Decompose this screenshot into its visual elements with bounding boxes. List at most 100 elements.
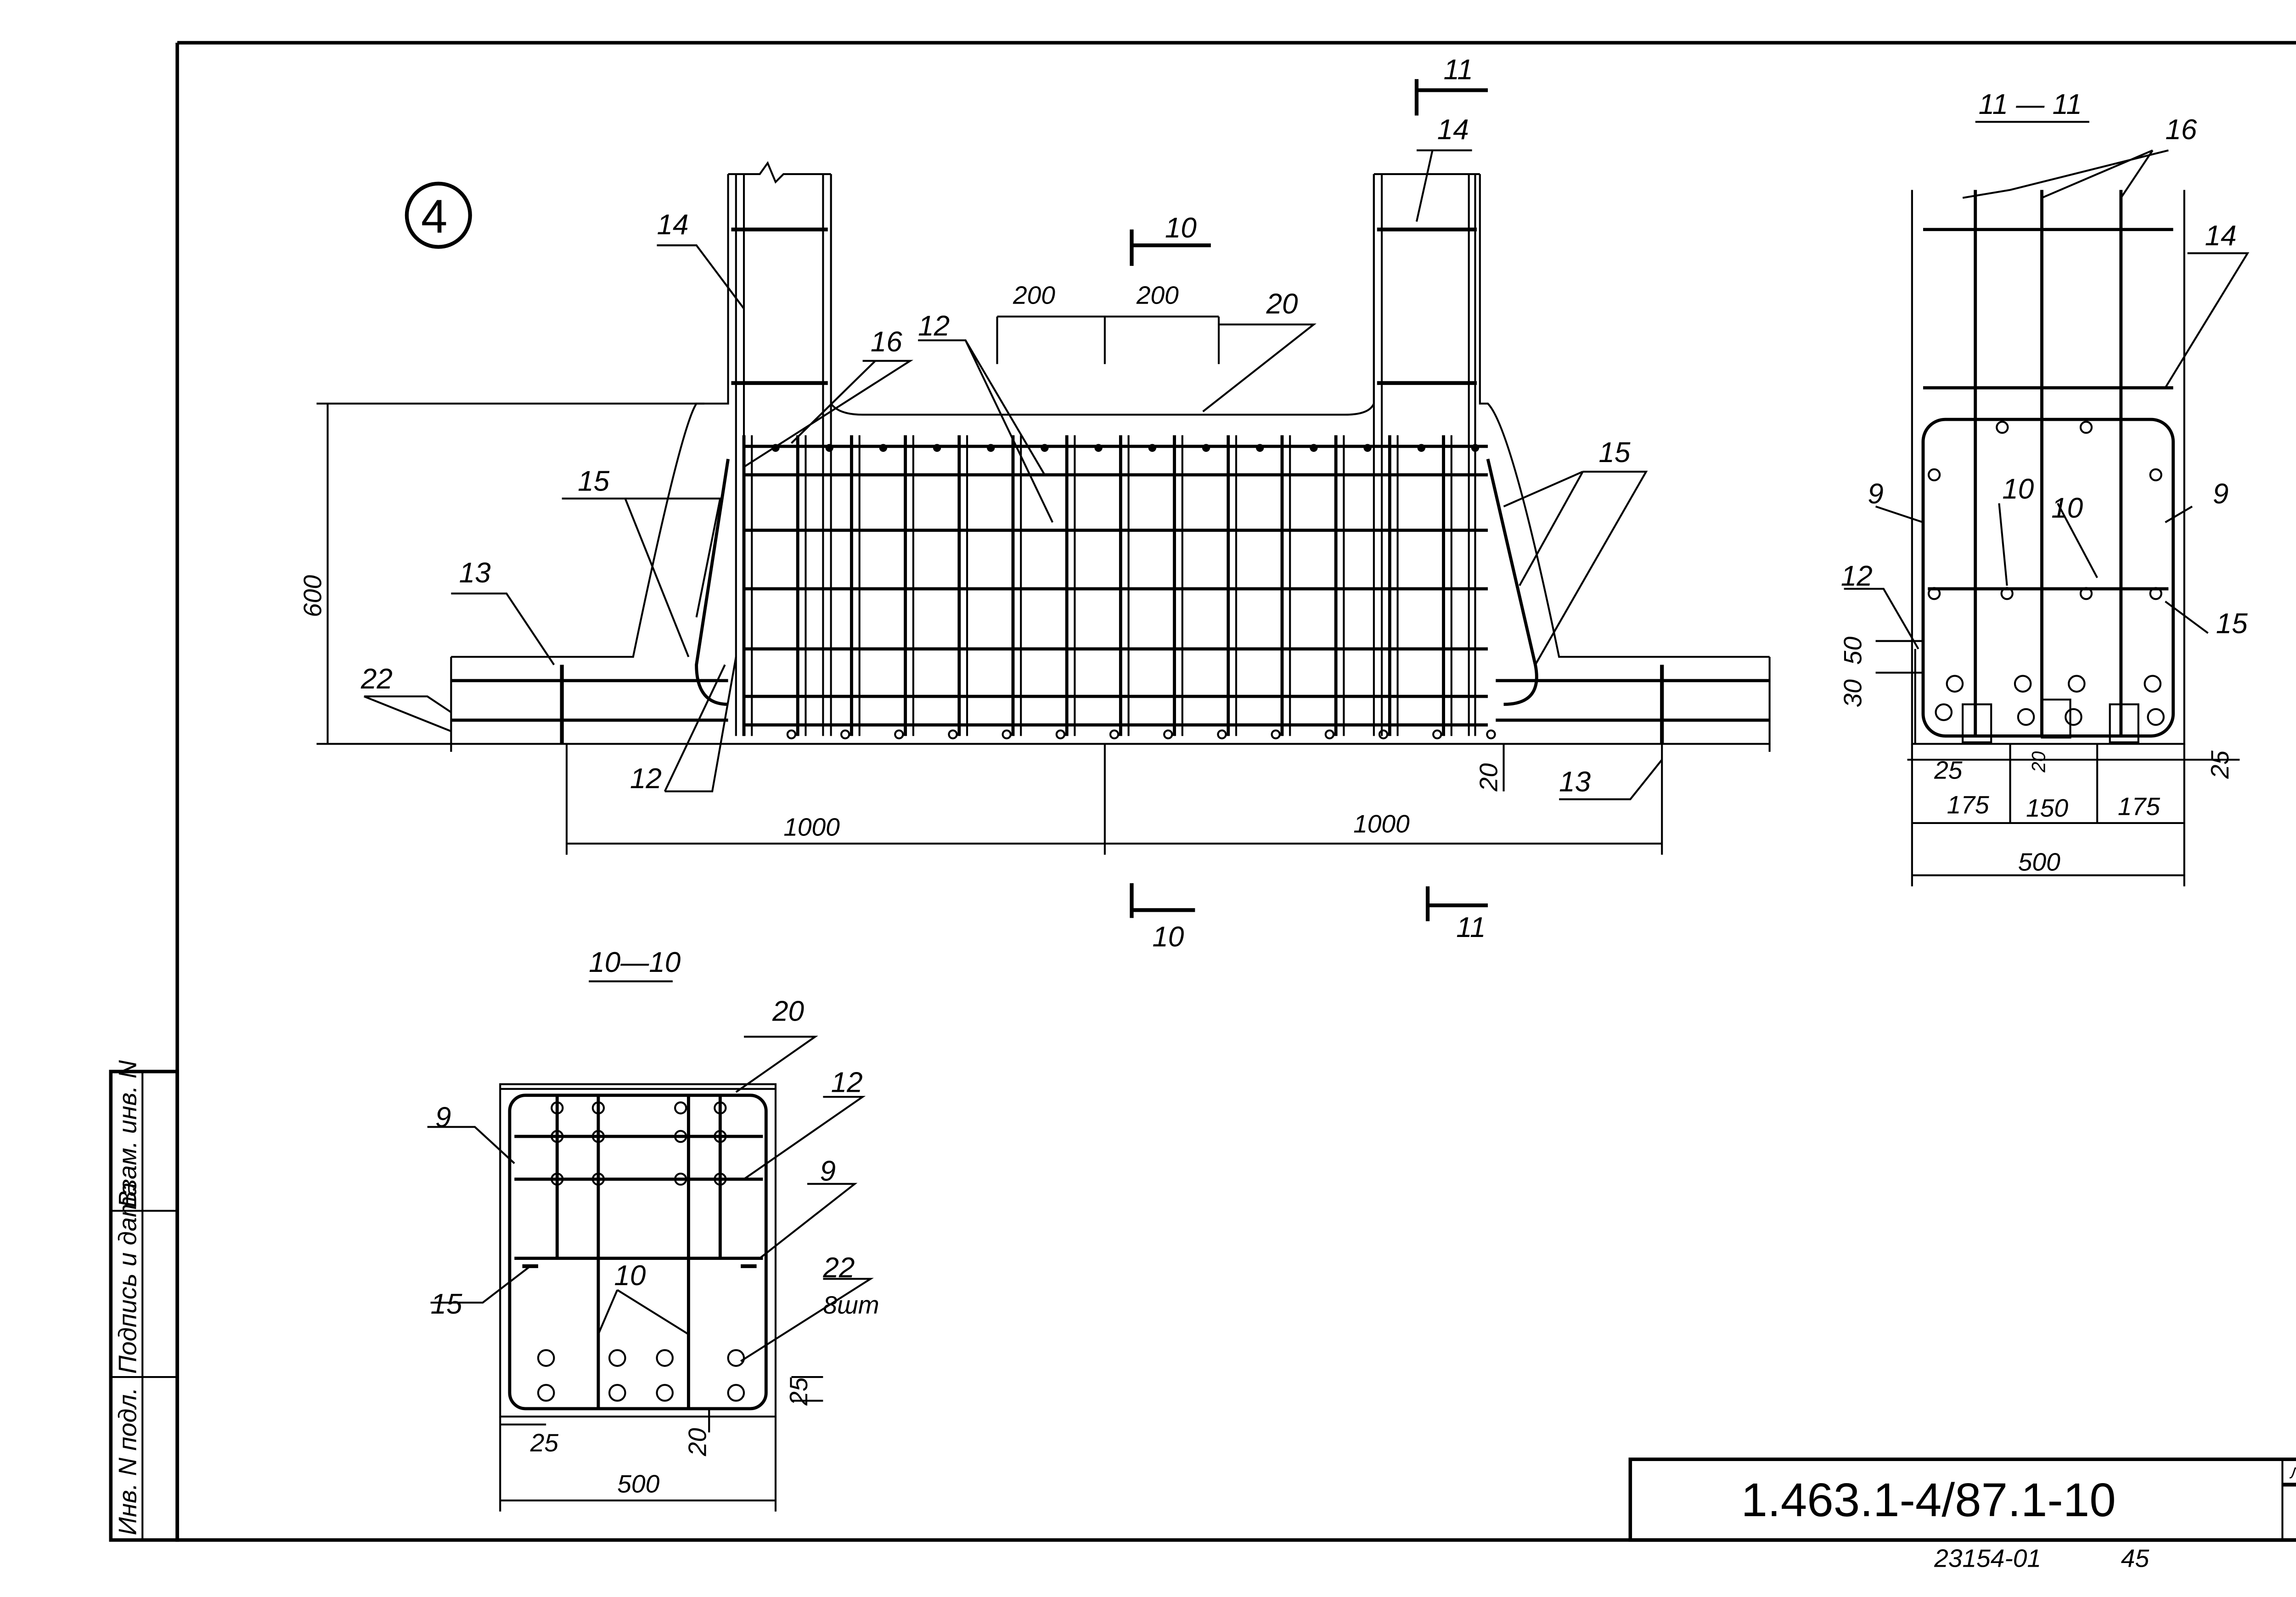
s11-label-10-a: 10 <box>2002 473 2034 505</box>
rebar-section <box>714 1101 727 1115</box>
label-12-bottom: 12 <box>630 763 662 795</box>
rebar-22-section <box>1935 703 1953 721</box>
rebar-section-dot <box>1486 729 1496 739</box>
section-11-title: 11 — 11 <box>1979 89 2082 120</box>
s10-label-9-left: 9 <box>435 1102 451 1134</box>
s11-label-15: 15 <box>2216 608 2248 639</box>
rebar-section-dot <box>840 729 850 739</box>
rebar-section-dot <box>1310 444 1318 452</box>
rebar-section <box>674 1173 687 1186</box>
rebar-22-section <box>656 1384 674 1402</box>
label-13-left: 13 <box>459 557 491 589</box>
dim-200-right: 200 <box>1136 281 1179 310</box>
rebar-section-dot <box>1148 444 1156 452</box>
rebar-section-dot <box>1417 444 1425 452</box>
s11-dim-25-left: 25 <box>1934 756 1963 784</box>
rebar-section-dot <box>948 729 958 739</box>
rebar-section <box>2079 421 2093 434</box>
rebar-section-dot <box>786 729 797 739</box>
rebar-section-dot <box>1094 444 1103 452</box>
section-11-11: 11 — 11 16 14 9 10 10 9 12 15 30 50 25 2… <box>1839 89 2250 886</box>
elevation-view: 10 11 10 11 14 14 16 12 20 15 15 13 13 2… <box>298 54 1771 953</box>
s10-label-22-qty: 8шт <box>823 1291 879 1319</box>
s10-dim-25-right: 25 <box>784 1377 813 1406</box>
label-15-right: 15 <box>1598 437 1630 468</box>
label-12-top: 12 <box>918 310 950 342</box>
s10-dim-500: 500 <box>617 1470 659 1498</box>
anchor-plate <box>1962 703 1992 744</box>
rebar-section <box>2079 587 2093 600</box>
rebar-section-dot <box>825 444 833 452</box>
rebar-section <box>591 1130 605 1143</box>
rebar-22-section <box>2068 675 2086 693</box>
rebar-22-section <box>727 1349 745 1367</box>
label-13-right: 13 <box>1559 766 1591 798</box>
rebar-section-dot <box>1217 729 1227 739</box>
s11-dim-50: 50 <box>1839 637 1867 665</box>
label-20: 20 <box>1266 288 1298 320</box>
section-mark-10-bottom: 10 <box>1152 921 1184 953</box>
s11-label-16: 16 <box>2165 114 2197 146</box>
concrete-outline <box>450 161 1771 752</box>
rebar-section <box>591 1101 605 1115</box>
rebar-section <box>1927 587 1941 600</box>
sheet-frame: 44 <box>175 41 2296 1542</box>
rebar-section <box>551 1173 564 1186</box>
rebar-22-section <box>2065 708 2082 726</box>
rebar-section <box>2149 468 2162 481</box>
rebar-22-section <box>537 1384 555 1402</box>
rebar-section-dot <box>1055 729 1066 739</box>
label-22: 22 <box>360 663 393 695</box>
rebar-section-dot <box>1202 444 1210 452</box>
label-14-left: 14 <box>657 209 688 241</box>
rebar-section-dot <box>1109 729 1120 739</box>
s11-label-10-b: 10 <box>2051 492 2083 524</box>
rebar-section-dot <box>879 444 887 452</box>
rebar-22-section <box>656 1349 674 1367</box>
s11-dim-500: 500 <box>2018 847 2060 876</box>
s10-label-9-right: 9 <box>820 1156 836 1187</box>
rebar-section-dot <box>1378 729 1389 739</box>
rebar-section <box>674 1101 687 1115</box>
archive-number: 23154-01 <box>1934 1544 2041 1573</box>
s11-label-14: 14 <box>2205 220 2236 252</box>
drawing-code: 1.463.1-4/87.1-10 <box>1741 1473 2116 1526</box>
s11-dim-30: 30 <box>1839 679 1867 708</box>
section-mark-11-bottom: 11 <box>1456 912 1486 943</box>
s10-label-12: 12 <box>831 1067 863 1099</box>
rebar-section-dot <box>1041 444 1049 452</box>
rebar-section <box>1927 468 1941 481</box>
rebar-22-section <box>2014 675 2032 693</box>
s11-label-9-left: 9 <box>1868 478 1884 510</box>
rebar-section-dot <box>1324 729 1335 739</box>
archive-page: 45 <box>2121 1544 2150 1573</box>
rebar-22-section <box>608 1349 626 1367</box>
s10-label-15: 15 <box>431 1288 462 1320</box>
section-10-title: 10—10 <box>589 947 681 978</box>
detail-marker-number: 4 <box>421 190 448 243</box>
section-10-bars <box>522 1101 757 1402</box>
rebar-section <box>2000 587 2014 600</box>
dim-20: 20 <box>1474 763 1503 792</box>
rebar-22-section <box>537 1349 555 1367</box>
rebar-section <box>714 1173 727 1186</box>
s11-label-12: 12 <box>1841 560 1873 592</box>
rebar-section <box>551 1130 564 1143</box>
rebar-section-dot <box>1002 729 1012 739</box>
dim-200-left: 200 <box>1013 281 1055 310</box>
dim-1000-right: 1000 <box>1353 810 1410 838</box>
label-14-right: 14 <box>1437 114 1469 146</box>
label-15-left: 15 <box>578 465 609 497</box>
stamp-replacement-inv: Взам. инв. N <box>113 1060 141 1208</box>
rebar-section <box>714 1130 727 1143</box>
rebar-22-section <box>608 1384 626 1402</box>
section-10-10: 10—10 20 12 9 9 10 15 22 8шт 25 25 20 50… <box>427 947 879 1512</box>
rebar-section-dot <box>1256 444 1264 452</box>
rebar-section-dot <box>1432 729 1442 739</box>
rebar-section <box>1996 421 2009 434</box>
s11-dim-175-left: 175 <box>1947 790 1989 819</box>
bent-rebar-15 <box>695 458 1538 706</box>
stamp-inv-no: Инв. N подл. <box>113 1387 141 1535</box>
rebar-22-section <box>1946 675 1964 693</box>
